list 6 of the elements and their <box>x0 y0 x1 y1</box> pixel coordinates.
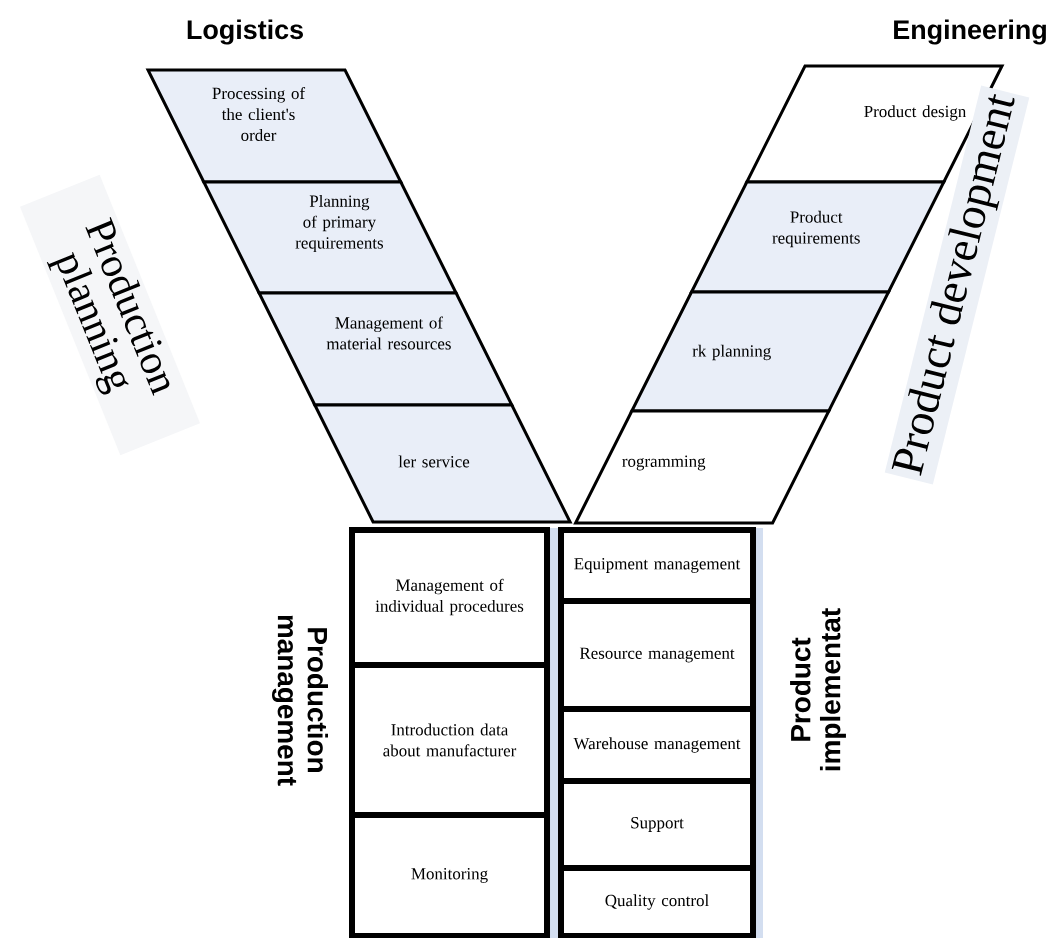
side-heading: Production management <box>272 615 328 786</box>
title: Logistics <box>187 19 303 45</box>
side-heading: Product implementat <box>790 608 846 771</box>
process-box: Equipment management <box>558 527 756 604</box>
title: Engineering <box>894 19 1046 45</box>
process-box: Management of individual procedures <box>349 527 550 668</box>
